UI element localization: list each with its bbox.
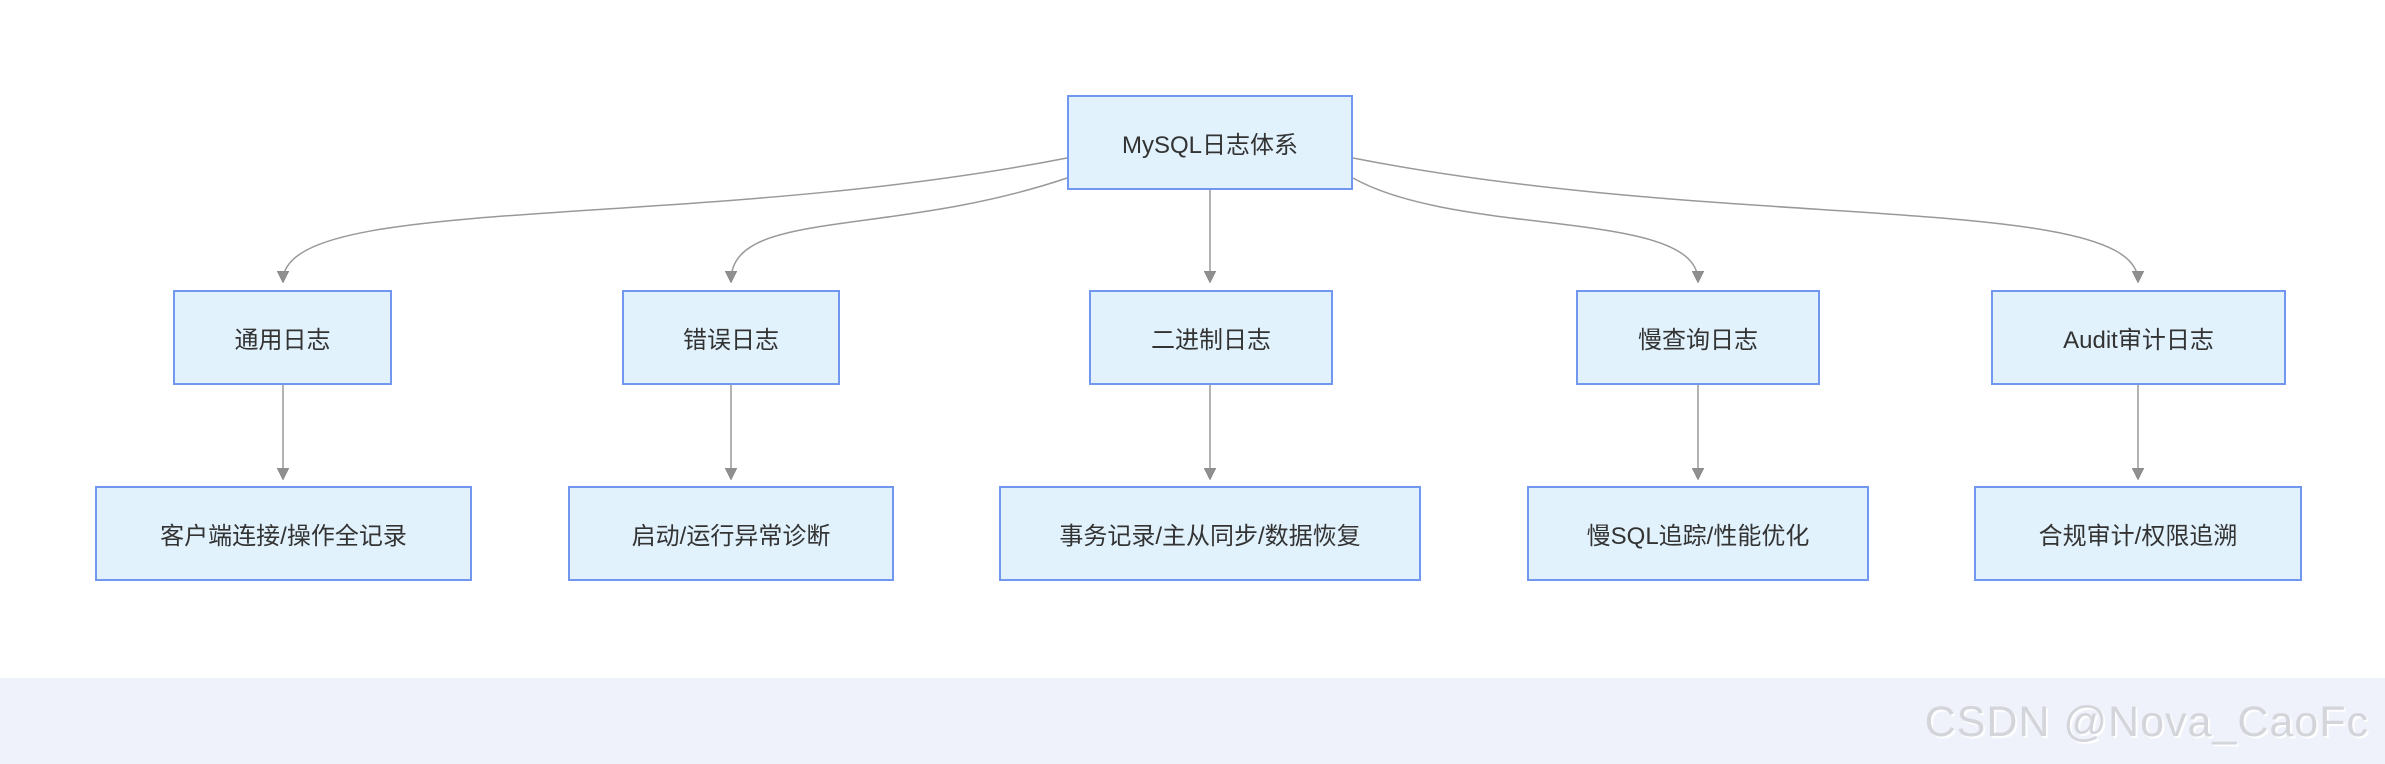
node-general-log-desc: 客户端连接/操作全记录 bbox=[95, 486, 472, 581]
node-error-log: 错误日志 bbox=[622, 290, 840, 385]
node-binary-log-desc: 事务记录/主从同步/数据恢复 bbox=[999, 486, 1421, 581]
node-label: 合规审计/权限追溯 bbox=[2038, 523, 2238, 550]
edge-root-to-general-log bbox=[283, 157, 1068, 281]
node-label: 错误日志 bbox=[683, 327, 779, 354]
csdn-watermark: CSDN @Nova_CaoFc bbox=[1924, 698, 2369, 746]
footer-strip: CSDN @Nova_CaoFc bbox=[0, 678, 2385, 764]
node-label: 启动/运行异常诊断 bbox=[631, 523, 831, 550]
edge-root-to-error-log bbox=[731, 177, 1068, 281]
node-error-log-desc: 启动/运行异常诊断 bbox=[568, 486, 894, 581]
node-label: 二进制日志 bbox=[1151, 327, 1271, 354]
node-slow-log-desc: 慢SQL追踪/性能优化 bbox=[1527, 486, 1869, 581]
node-label: Audit审计日志 bbox=[2063, 327, 2214, 354]
node-audit-log-desc: 合规审计/权限追溯 bbox=[1974, 486, 2302, 581]
node-audit-log: Audit审计日志 bbox=[1991, 290, 2286, 385]
node-mysql-log-system: MySQL日志体系 bbox=[1067, 95, 1353, 190]
node-label: 慢SQL追踪/性能优化 bbox=[1586, 523, 1810, 550]
edge-root-to-audit-log bbox=[1352, 157, 2138, 281]
node-slow-log: 慢查询日志 bbox=[1576, 290, 1820, 385]
node-label: 客户端连接/操作全记录 bbox=[160, 523, 407, 550]
edge-root-to-slow-log bbox=[1352, 177, 1698, 281]
node-label: 通用日志 bbox=[234, 327, 331, 354]
node-label: MySQL日志体系 bbox=[1121, 132, 1298, 159]
node-general-log: 通用日志 bbox=[173, 290, 392, 385]
node-label: 慢查询日志 bbox=[1638, 327, 1758, 354]
node-label: 事务记录/主从同步/数据恢复 bbox=[1059, 523, 1361, 550]
node-binary-log: 二进制日志 bbox=[1089, 290, 1333, 385]
